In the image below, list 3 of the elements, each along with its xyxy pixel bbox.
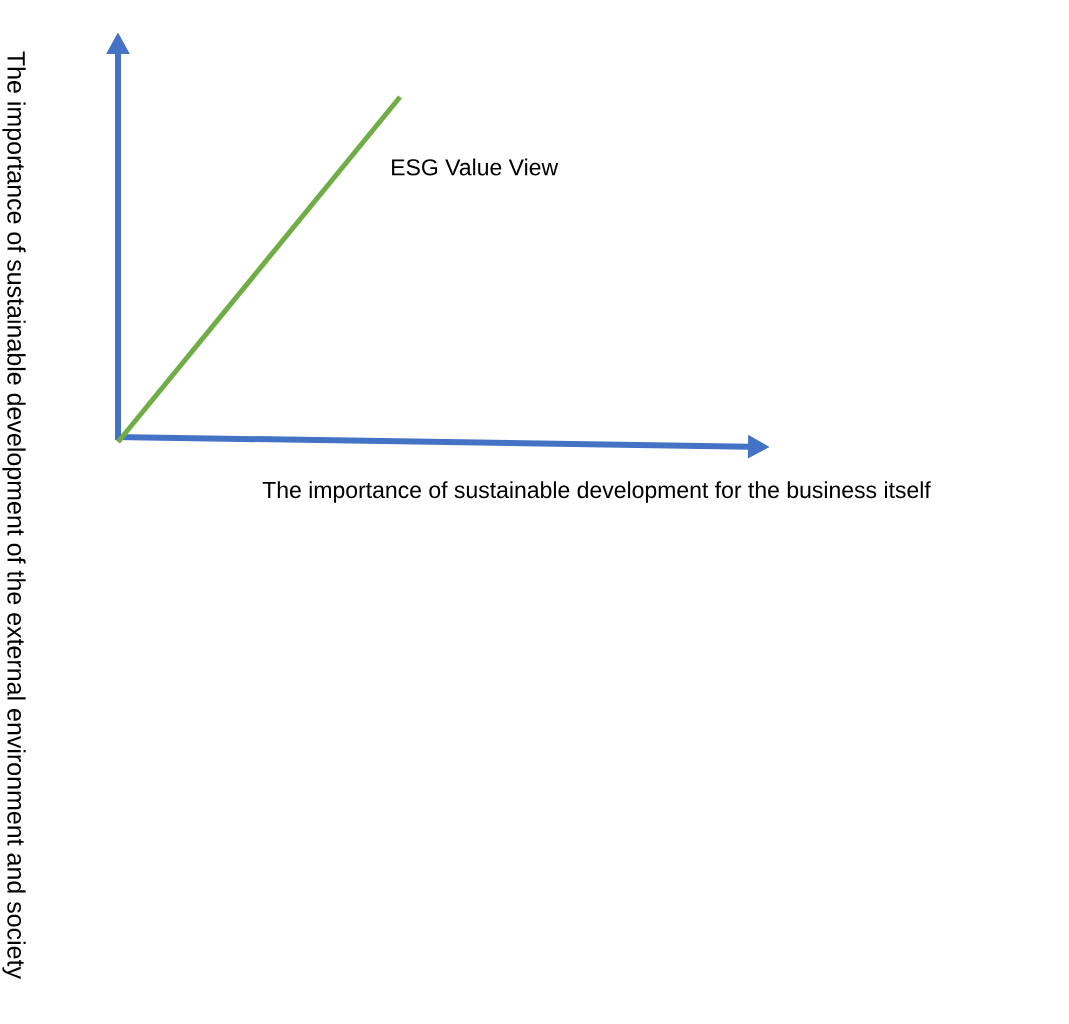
line-label: ESG Value View <box>392 158 559 176</box>
axis-title: The importance of sustainable development of the external environment and society <box>2 51 26 979</box>
axis-title: The importance of sustainable development for the business itself <box>262 481 931 503</box>
